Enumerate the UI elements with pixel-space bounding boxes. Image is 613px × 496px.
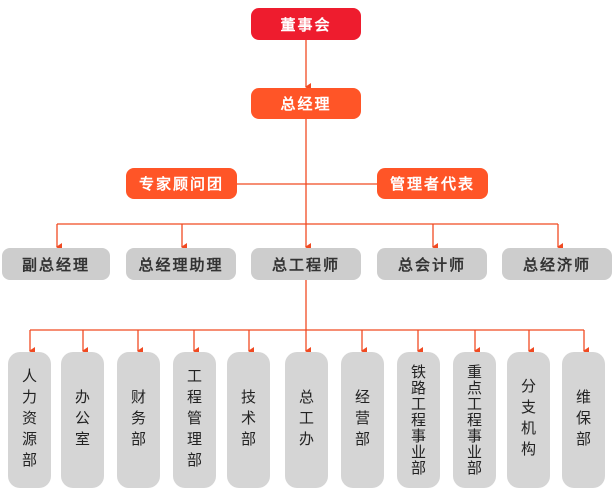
dept-finance: 财务部	[117, 352, 160, 488]
node-label: 总工程师	[271, 255, 340, 274]
dept-chief-engineer-office: 总工办	[285, 352, 328, 488]
dept-engineering-mgmt: 工程管理部	[173, 352, 216, 488]
dept-label: 人力资源部	[20, 367, 38, 473]
dept-label: 铁路工程事业部	[409, 364, 427, 476]
node-label: 总经济师	[522, 255, 591, 274]
dept-key-projects-division: 重点工程事业部	[453, 352, 496, 488]
dept-label: 维保部	[574, 388, 592, 452]
node-expert-advisors-label: 专家顾问团	[138, 175, 224, 193]
node-board: 董事会	[251, 8, 361, 40]
node-deputy-gm: 副总经理	[2, 248, 110, 280]
node-chief-accountant: 总会计师	[377, 248, 487, 280]
dept-technology: 技术部	[227, 352, 270, 488]
node-chief-economist: 总经济师	[502, 248, 612, 280]
dept-label: 分支机构	[519, 378, 537, 462]
dept-label: 财务部	[129, 388, 147, 452]
dept-office: 办公室	[61, 352, 104, 488]
dept-label: 办公室	[73, 388, 91, 452]
node-gm-assistant: 总经理助理	[126, 248, 236, 280]
node-label: 总经理助理	[138, 255, 224, 274]
dept-railway-division: 铁路工程事业部	[397, 352, 440, 488]
dept-label: 重点工程事业部	[465, 364, 483, 476]
dept-label: 技术部	[239, 388, 257, 452]
node-board-label: 董事会	[280, 15, 332, 34]
dept-branches: 分支机构	[507, 352, 550, 488]
dept-label: 工程管理部	[185, 367, 203, 473]
dept-operations: 经营部	[341, 352, 384, 488]
node-management-rep-label: 管理者代表	[389, 175, 475, 193]
node-label: 副总经理	[21, 255, 90, 274]
node-label: 总会计师	[397, 255, 466, 274]
dept-label: 经营部	[353, 388, 371, 452]
node-expert-advisors: 专家顾问团	[126, 168, 237, 199]
dept-hr: 人力资源部	[8, 352, 51, 488]
dept-label: 总工办	[297, 388, 315, 452]
dept-maintenance: 维保部	[562, 352, 605, 488]
node-management-rep: 管理者代表	[377, 168, 488, 199]
node-general-manager-label: 总经理	[280, 95, 332, 113]
node-general-manager: 总经理	[251, 88, 361, 119]
node-chief-engineer: 总工程师	[251, 248, 361, 280]
